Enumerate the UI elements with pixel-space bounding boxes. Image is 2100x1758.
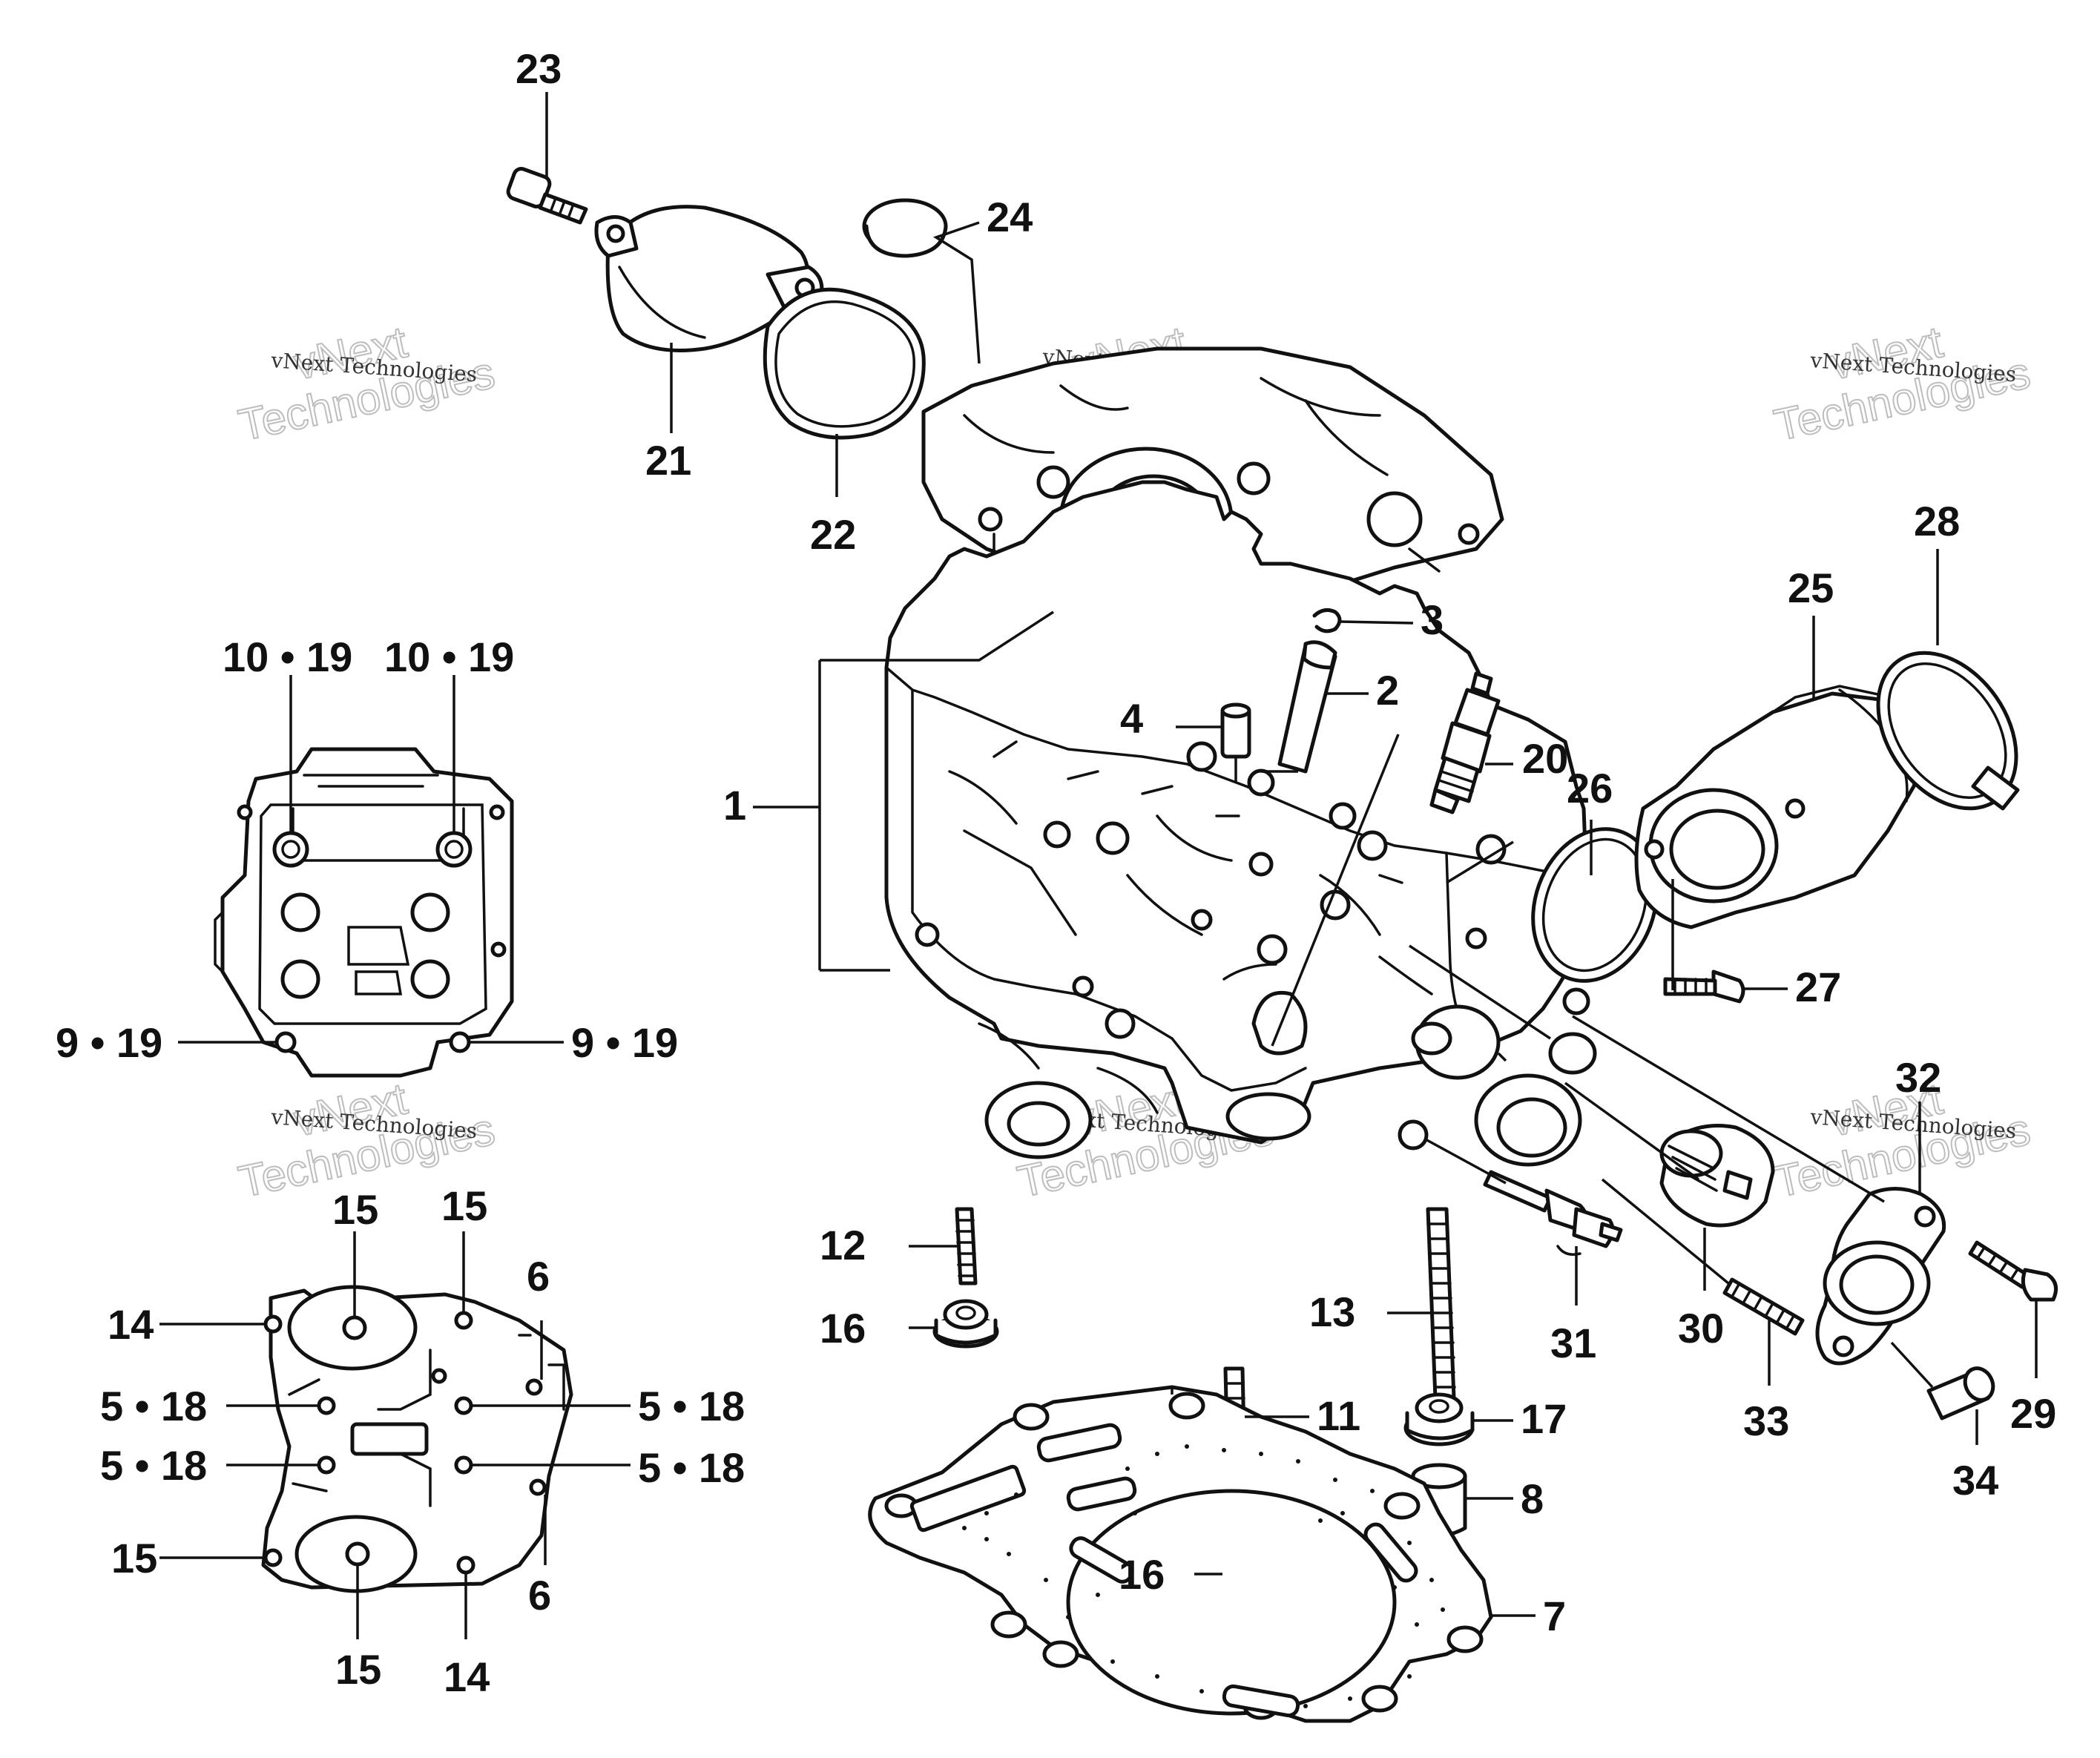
callout-5-18-upper-right: 5 • 18 xyxy=(638,1383,745,1429)
screw-27-icon xyxy=(1663,969,1745,1004)
callout-24: 24 xyxy=(987,194,1033,240)
callout-15-top-left: 15 xyxy=(332,1186,378,1233)
dowel-pin-4-icon xyxy=(1220,702,1251,759)
temperature-sensor-31-icon xyxy=(1483,1170,1623,1256)
leader-lines xyxy=(159,92,2038,1639)
callout-16-lower: 16 xyxy=(1119,1551,1165,1598)
stud-33-icon xyxy=(1722,1277,1805,1336)
callout-17: 17 xyxy=(1521,1395,1567,1442)
callout-15-top-right: 15 xyxy=(441,1182,487,1229)
callout-3: 3 xyxy=(1421,596,1444,643)
callout-labels: 23 24 21 22 3 2 4 20 1 26 25 28 27 32 29… xyxy=(56,45,2056,1700)
callout-14-bottom: 14 xyxy=(444,1653,490,1700)
callout-30: 30 xyxy=(1678,1305,1724,1352)
head-gasket-7-icon xyxy=(868,1385,1493,1723)
bolt-23-icon xyxy=(506,167,588,225)
callout-13: 13 xyxy=(1309,1288,1355,1335)
clip-3-icon xyxy=(1312,608,1342,633)
callout-20: 20 xyxy=(1522,735,1568,782)
callout-9-19-left: 9 • 19 xyxy=(56,1019,162,1066)
cylinder-head-1-icon xyxy=(884,480,1597,1167)
water-outlet-32-icon xyxy=(1815,1187,1946,1366)
long-stud-13-icon xyxy=(1426,1207,1456,1400)
callout-28: 28 xyxy=(1914,498,1960,544)
callout-32: 32 xyxy=(1895,1054,1941,1101)
callout-25: 25 xyxy=(1788,564,1834,611)
thermostat-30-icon xyxy=(1659,1124,1775,1228)
callout-15-bottom: 15 xyxy=(335,1646,381,1693)
plug-24-icon xyxy=(862,198,948,258)
stud-12-icon xyxy=(955,1207,978,1285)
callout-34: 34 xyxy=(1952,1457,1998,1504)
callout-4: 4 xyxy=(1120,695,1143,742)
callout-22: 22 xyxy=(810,511,856,558)
spark-plug-20-icon xyxy=(1429,671,1501,814)
callout-27: 27 xyxy=(1795,964,1841,1010)
flange-nut-17-icon xyxy=(1403,1392,1475,1446)
callout-31: 31 xyxy=(1550,1320,1596,1366)
callout-5-18-lower-left: 5 • 18 xyxy=(100,1442,207,1489)
callout-26: 26 xyxy=(1567,765,1613,811)
callout-7: 7 xyxy=(1543,1593,1566,1639)
callout-1: 1 xyxy=(723,782,746,829)
callout-29: 29 xyxy=(2010,1390,2056,1437)
hose-clamp-28-icon xyxy=(1876,651,2020,811)
callout-5-18-lower-right: 5 • 18 xyxy=(638,1444,745,1491)
callout-5-18-upper-left: 5 • 18 xyxy=(100,1383,207,1429)
callout-6-bottom: 6 xyxy=(528,1572,551,1619)
callout-16-upper: 16 xyxy=(820,1305,866,1352)
callout-9-19-right: 9 • 19 xyxy=(571,1019,678,1066)
head-bottom-view-inset-icon xyxy=(261,1285,573,1593)
cover-gasket-22-icon xyxy=(763,287,926,440)
intake-pipe-25-icon xyxy=(1634,685,1931,929)
valve-guide-2-icon xyxy=(1277,640,1337,774)
callout-21: 21 xyxy=(645,437,691,484)
callout-8: 8 xyxy=(1521,1475,1544,1522)
callout-10-19-right: 10 • 19 xyxy=(384,633,514,680)
head-top-view-inset-icon xyxy=(214,747,514,1078)
callout-10-19-left: 10 • 19 xyxy=(223,633,352,680)
callout-12: 12 xyxy=(820,1222,866,1268)
callout-11: 11 xyxy=(1317,1392,1360,1439)
flange-nut-16-icon xyxy=(932,1299,999,1349)
callout-15-left: 15 xyxy=(111,1535,157,1581)
o-ring-26-icon xyxy=(1531,827,1659,983)
callout-33: 33 xyxy=(1743,1397,1789,1444)
callout-2: 2 xyxy=(1376,667,1399,714)
callout-14-top: 14 xyxy=(108,1301,154,1348)
callout-6-top: 6 xyxy=(527,1253,550,1300)
callout-23: 23 xyxy=(516,45,562,92)
collar-34-icon xyxy=(1926,1366,1995,1420)
bolt-29-icon xyxy=(1968,1240,2058,1302)
